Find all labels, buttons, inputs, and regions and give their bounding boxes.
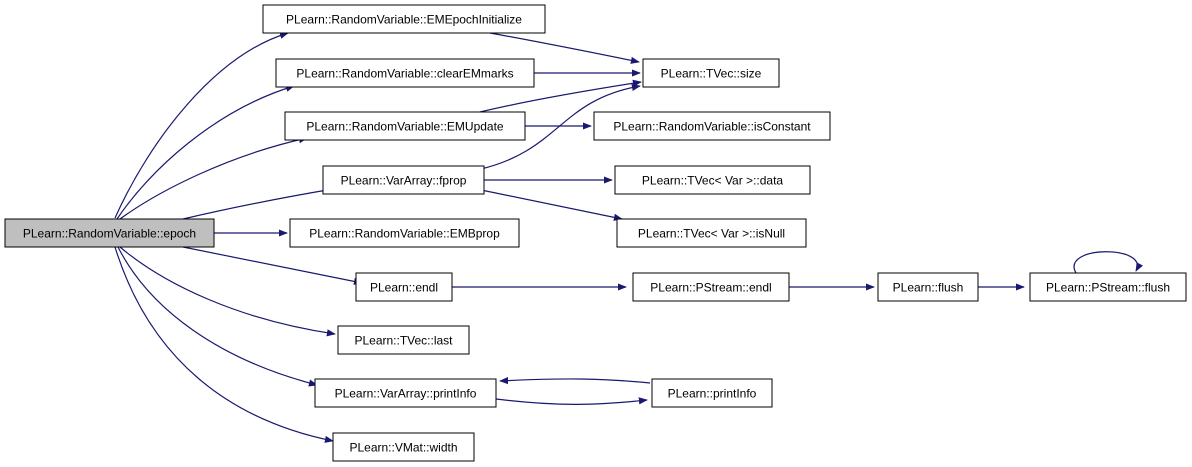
svg-text:PLearn::RandomVariable::EMBpro: PLearn::RandomVariable::EMBprop <box>309 227 500 241</box>
edge-pstream-flush-self <box>1073 251 1143 274</box>
svg-text:PLearn::RandomVariable::clearE: PLearn::RandomVariable::clearEMmarks <box>296 67 513 81</box>
edge-epoch-to-clear-em <box>116 84 295 220</box>
edge-va-printinfo-to-printinfo <box>495 397 648 405</box>
edges <box>114 31 1143 443</box>
svg-text:PLearn::TVec< Var >::isNull: PLearn::TVec< Var >::isNull <box>638 227 785 241</box>
edge-printinfo-to-va-printinfo <box>499 377 651 385</box>
node-em-bprop[interactable]: PLearn::RandomVariable::EMBprop <box>289 218 520 248</box>
svg-text:PLearn::VMat::width: PLearn::VMat::width <box>349 441 457 455</box>
edge-epoch-to-tvec-last <box>119 246 336 337</box>
node-printinfo[interactable]: PLearn::printInfo <box>651 378 773 408</box>
edge-epoch-to-va-printinfo <box>117 246 318 387</box>
node-is-constant[interactable]: PLearn::RandomVariable::isConstant <box>593 111 831 141</box>
node-tvec-var-data[interactable]: PLearn::TVec< Var >::data <box>614 165 811 195</box>
edge-epoch-to-endl <box>182 246 363 285</box>
svg-text:PLearn::VarArray::fprop: PLearn::VarArray::fprop <box>341 174 467 188</box>
svg-text:PLearn::PStream::flush: PLearn::PStream::flush <box>1046 281 1170 295</box>
node-fprop[interactable]: PLearn::VarArray::fprop <box>322 165 485 195</box>
edge-epoch-to-vmat-width <box>114 246 334 443</box>
svg-text:PLearn::RandomVariable::EMUpda: PLearn::RandomVariable::EMUpdate <box>306 120 504 134</box>
node-em-epoch-initialize[interactable]: PLearn::RandomVariable::EMEpochInitializ… <box>262 4 546 34</box>
edge-fprop-to-tvec-isnull <box>480 189 623 221</box>
node-clear-em-marks[interactable]: PLearn::RandomVariable::clearEMmarks <box>275 58 535 88</box>
svg-text:PLearn::VarArray::printInfo: PLearn::VarArray::printInfo <box>335 387 477 401</box>
svg-text:PLearn::RandomVariable::isCons: PLearn::RandomVariable::isConstant <box>613 120 811 134</box>
node-epoch[interactable]: PLearn::RandomVariable::epoch <box>4 218 215 248</box>
svg-text:PLearn::flush: PLearn::flush <box>893 281 964 295</box>
svg-text:PLearn::TVec::last: PLearn::TVec::last <box>354 334 453 348</box>
node-endl[interactable]: PLearn::endl <box>355 272 453 302</box>
node-tvec-var-isnull[interactable]: PLearn::TVec< Var >::isNull <box>616 218 807 248</box>
svg-text:PLearn::TVec::size: PLearn::TVec::size <box>661 67 762 81</box>
node-vmat-width[interactable]: PLearn::VMat::width <box>332 432 475 462</box>
node-flush[interactable]: PLearn::flush <box>877 272 979 302</box>
node-tvec-size[interactable]: PLearn::TVec::size <box>642 58 780 88</box>
edge-epoch-to-em-init <box>114 31 289 219</box>
edge-epoch-to-fprop <box>182 186 334 220</box>
edge-em-update-to-tvec-size <box>479 79 642 113</box>
svg-text:PLearn::TVec< Var >::data: PLearn::TVec< Var >::data <box>642 174 784 188</box>
edge-epoch-to-em-update <box>119 136 308 220</box>
node-tvec-last[interactable]: PLearn::TVec::last <box>337 325 470 355</box>
edge-em-init-to-tvec-size <box>489 32 640 64</box>
svg-text:PLearn::printInfo: PLearn::printInfo <box>668 387 757 401</box>
node-pstream-endl[interactable]: PLearn::PStream::endl <box>632 272 790 302</box>
node-pstream-flush[interactable]: PLearn::PStream::flush <box>1029 272 1187 302</box>
svg-text:PLearn::PStream::endl: PLearn::PStream::endl <box>650 281 771 295</box>
svg-text:PLearn::RandomVariable::epoch: PLearn::RandomVariable::epoch <box>23 227 196 241</box>
svg-text:PLearn::endl: PLearn::endl <box>370 281 438 295</box>
node-em-update[interactable]: PLearn::RandomVariable::EMUpdate <box>284 111 526 141</box>
nodes: PLearn::RandomVariable::epoch PLearn::Ra… <box>4 4 1187 462</box>
svg-text:PLearn::RandomVariable::EMEpoc: PLearn::RandomVariable::EMEpochInitializ… <box>286 13 522 27</box>
node-vararray-printinfo[interactable]: PLearn::VarArray::printInfo <box>314 378 497 408</box>
